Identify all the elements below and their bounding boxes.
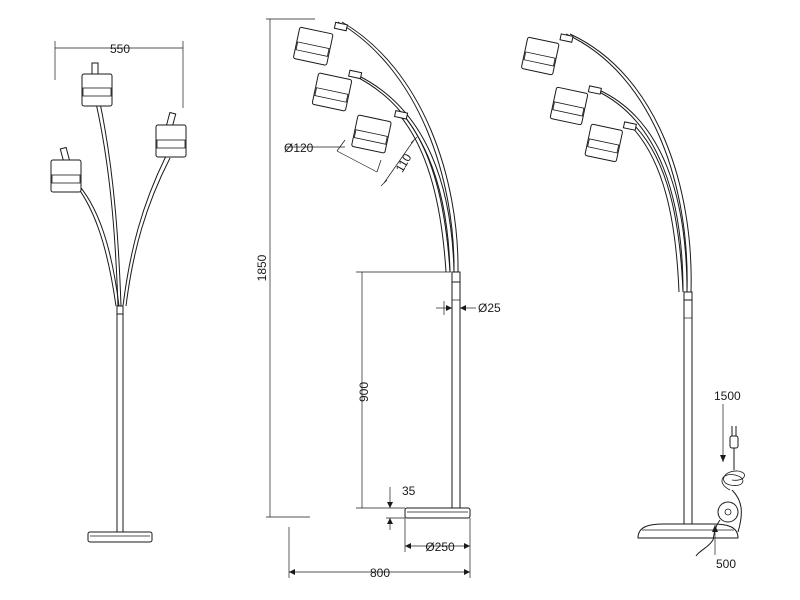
dimension-pole-diameter: Ø25 (436, 301, 501, 315)
power-cable (721, 448, 745, 533)
shade-diameter-label: Ø120 (284, 141, 314, 155)
cable-shade-1 (521, 33, 574, 76)
dimension-base-height: 35 (386, 484, 416, 530)
front-pole (116, 305, 124, 532)
dimension-switch-cable-length: 500 (712, 525, 736, 571)
inline-switch-icon (695, 501, 739, 557)
side-shade-3 (351, 110, 409, 154)
dimension-cable-length: 1500 (714, 389, 741, 462)
dimension-spread-width: 550 (54, 41, 184, 108)
shade-left (50, 146, 82, 193)
plug-icon (729, 426, 739, 449)
side-view: 1850 (255, 18, 501, 580)
dimension-switch-height: 900 (356, 271, 451, 509)
cable-view-arms (565, 33, 692, 293)
total-height-label: 1850 (255, 254, 269, 281)
base-diameter-label: Ø250 (425, 540, 455, 554)
side-shade-1 (293, 21, 348, 66)
cable-length-label: 1500 (714, 389, 741, 403)
cable-view-pole (683, 291, 693, 524)
total-depth-label: 800 (370, 566, 390, 580)
front-view: 550 (50, 41, 187, 543)
pole-diameter-label: Ø25 (478, 301, 501, 315)
side-base (404, 507, 471, 519)
dimension-total-height: 1850 (255, 18, 315, 518)
cable-shade-3 (584, 121, 637, 163)
side-arms (337, 21, 459, 273)
side-pole (451, 271, 461, 508)
base-height-label: 35 (402, 484, 416, 498)
spread-width-label: 550 (110, 42, 130, 56)
shade-top (81, 62, 113, 107)
shade-right (155, 111, 187, 158)
switch-cable-length-label: 500 (716, 557, 736, 571)
dimension-total-depth: 800 (288, 527, 471, 580)
switch-height-label: 900 (357, 382, 371, 402)
cable-shade-2 (549, 85, 602, 126)
lamp-arms (69, 102, 171, 307)
dimension-base-diameter: Ø250 (404, 518, 471, 554)
cable-view: 1500 500 (521, 33, 745, 571)
side-shade-2 (311, 69, 363, 112)
dimension-shade-diameter: Ø120 (284, 139, 382, 173)
cable-view-base (637, 523, 739, 539)
shade-height-label: 110 (393, 151, 415, 175)
front-base (87, 531, 153, 543)
